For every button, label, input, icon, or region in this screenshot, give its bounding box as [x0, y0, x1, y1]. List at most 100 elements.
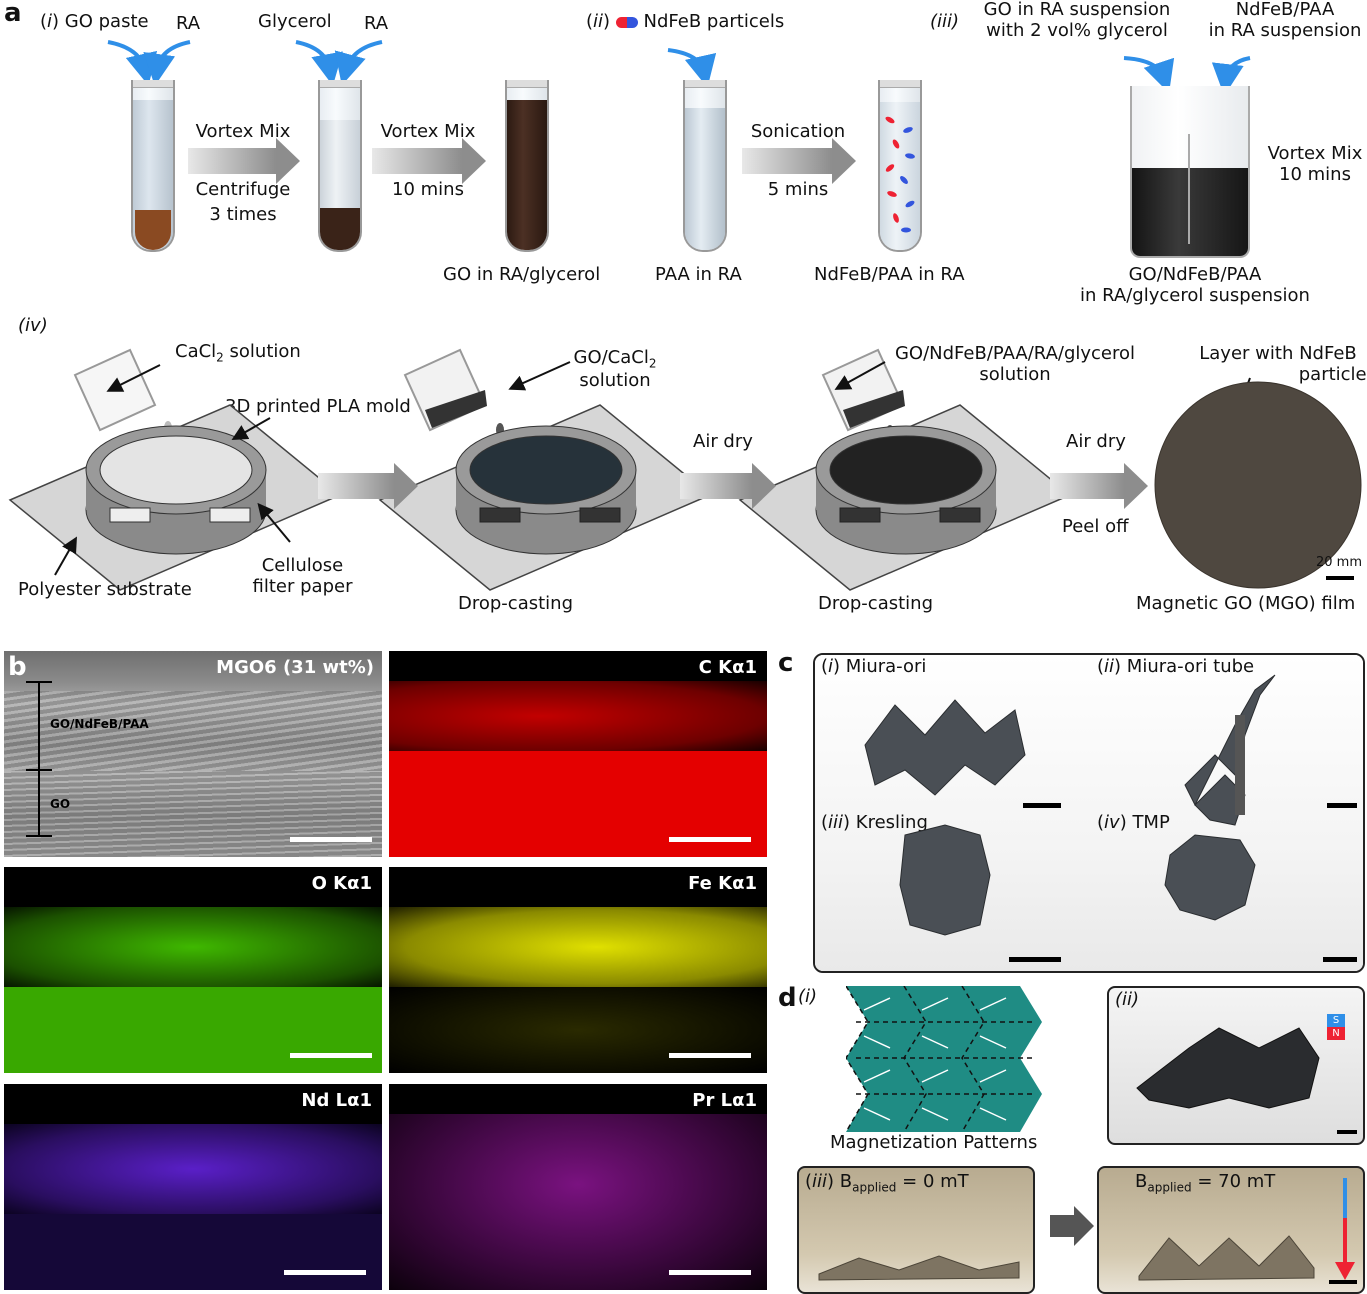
map-nd: Nd Lα1 — [4, 1084, 382, 1290]
pla-mold-label: 3D printed PLA mold — [225, 396, 411, 417]
c-iv-label: (iv) TMP — [1097, 812, 1170, 833]
map-pr: Pr Lα1 — [389, 1084, 767, 1290]
final-susp-line2: in RA/glycerol suspension — [1080, 284, 1310, 306]
c-i-label: (i) Miura-ori — [821, 656, 927, 677]
sem-scale-bar — [290, 837, 372, 842]
tube-go-paste — [131, 80, 175, 252]
final-susp-line1: GO/NdFeB/PAA — [1128, 264, 1262, 285]
map-o-label: O Kα1 — [311, 873, 372, 894]
ra-label-2: RA — [364, 13, 389, 34]
mold-row — [8, 348, 1362, 591]
tube-paa-in-ra — [683, 80, 727, 252]
ndfeb-particles — [885, 116, 915, 233]
b-applied-70-sub: applied — [1147, 1180, 1192, 1195]
go-ndfeb-sol-line2: solution — [979, 363, 1051, 385]
tube-ndfeb-paa — [878, 80, 922, 252]
ring-1 — [85, 425, 267, 555]
sem-layer-top: GO/NdFeB/PAA — [50, 717, 149, 731]
mgo-film-label: Magnetic GO (MGO) film — [1136, 593, 1356, 614]
pour-beaker-3 — [821, 348, 905, 439]
scale-20mm-label: 20 mm — [1316, 555, 1363, 570]
map-nd-label: Nd Lα1 — [301, 1090, 372, 1111]
ndfeb-paa-in-ra-label: NdFeB/PAA in RA — [814, 264, 965, 285]
air-dry-1: Air dry — [693, 431, 753, 452]
tube-go-in-ra — [505, 80, 549, 252]
b-applied-0-symbol: B — [839, 1171, 853, 1192]
panel-d-iv-box: Bapplied = 70 mT — [1097, 1166, 1365, 1294]
c-ii-number: ii — [1104, 656, 1115, 677]
map-pr-scale-bar — [669, 1270, 751, 1275]
five-mins-label: 5 mins — [767, 179, 829, 200]
magnet-s: S — [1327, 1014, 1345, 1027]
step-iii-number: iii — [937, 11, 953, 32]
c-iv-text: TMP — [1132, 812, 1170, 833]
d-ii-label: (ii) — [1115, 989, 1140, 1010]
step-i-number: i — [47, 11, 53, 32]
step-iv-label: (iv) — [18, 315, 48, 336]
polyester-label: Polyester substrate — [18, 579, 192, 600]
d-i-label: (i) — [798, 986, 818, 1007]
cacl2-suffix: solution — [223, 341, 301, 362]
c-iv-number: iv — [1104, 812, 1120, 833]
pour-beaker-1 — [73, 348, 172, 435]
peel-off-label: Peel off — [1062, 516, 1129, 537]
cacl2-text: CaCl — [175, 341, 217, 362]
ring-2 — [455, 425, 637, 555]
go-paste-text: GO paste — [64, 11, 149, 32]
arrow-2 — [372, 138, 486, 184]
map-pr-label: Pr Lα1 — [692, 1090, 757, 1111]
layer-ndfeb-line2: particles — [1298, 363, 1367, 385]
vortex-mix-2: Vortex Mix — [380, 121, 476, 142]
arrow-5 — [680, 463, 776, 509]
ndfeb-particle-icon — [615, 16, 638, 28]
d-ii-origami — [1136, 1027, 1357, 1134]
b-applied-70-value: = 70 mT — [1191, 1171, 1276, 1192]
go-in-ra-label: GO in RA/glycerol — [443, 264, 601, 285]
pour-beaker-2 — [403, 348, 504, 437]
ring-3 — [815, 425, 997, 555]
go-cacl2-text: GO/CaCl — [573, 347, 649, 368]
d-i-number: i — [805, 986, 811, 1007]
cellulose-line2: filter paper — [252, 575, 353, 597]
cellulose-line1: Cellulose — [261, 555, 344, 576]
drop-casting-2: Drop-casting — [818, 593, 933, 614]
panel-c-box: (i) Miura-ori (ii) Miura-ori tube (iii) … — [813, 653, 1365, 973]
magnetization-pattern — [846, 986, 1042, 1132]
ndfeb-particles-text: NdFeB particels — [643, 11, 785, 32]
c-ii-label: (ii) Miura-ori tube — [1097, 656, 1255, 677]
magnetization-label: Magnetization Patterns — [830, 1132, 1038, 1153]
layer-ndfeb-label: Layer with NdFeBparticles — [1180, 343, 1367, 385]
ndfeb-susp-line1: NdFeB/PAA — [1235, 0, 1335, 20]
b-applied-70-symbol: B — [1135, 1171, 1148, 1192]
sem-layer-bottom: GO — [50, 797, 71, 811]
d-iv-film — [1138, 1178, 1357, 1284]
c-ii-text: Miura-ori tube — [1126, 656, 1255, 677]
panel-d-iii-box: (iii) Bapplied = 0 mT — [797, 1166, 1035, 1294]
step-iii-label: (iii) — [930, 11, 960, 32]
map-c-scale-bar — [669, 837, 751, 842]
d-ii-number: ii — [1122, 989, 1133, 1010]
d-arrow-head — [1074, 1206, 1094, 1246]
d-arrow — [1050, 1215, 1074, 1237]
b-applied-70-label: Bapplied = 70 mT — [1135, 1171, 1276, 1195]
b-applied-0-sub: applied — [852, 1180, 897, 1195]
map-c: C Kα1 — [389, 651, 767, 857]
b-applied-0-value: = 0 mT — [896, 1171, 969, 1192]
panel-letter-c: c — [778, 648, 794, 678]
go-suspension-line1: GO in RA suspension — [983, 0, 1171, 20]
tube-glycerol — [318, 80, 362, 252]
three-times-label: 3 times — [209, 204, 277, 225]
drop-casting-1: Drop-casting — [458, 593, 573, 614]
mgo-film-disc — [1154, 381, 1362, 589]
c-iii-number: iii — [828, 812, 844, 833]
ndfeb-particles-label: (ii) NdFeB particels — [586, 11, 785, 32]
panel-d-ii-box: (ii) S N — [1107, 986, 1365, 1145]
vortex-mix-3-text: Vortex Mix — [1267, 143, 1363, 164]
ndfeb-susp-line2: in RA suspension — [1208, 19, 1362, 41]
